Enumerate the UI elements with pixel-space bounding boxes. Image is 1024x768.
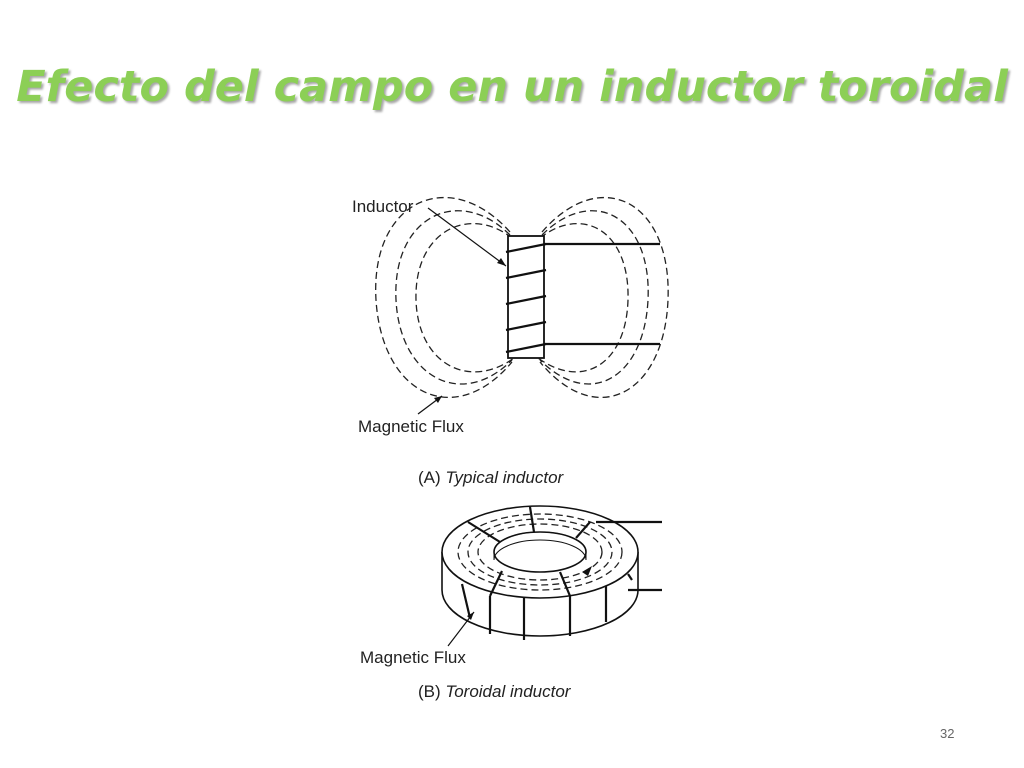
- caption-b-text: Toroidal inductor: [445, 682, 571, 701]
- magnetic-flux-label-b: Magnetic Flux: [360, 648, 466, 667]
- slide-title: Efecto del campo en un inductor toroidal: [16, 62, 1008, 112]
- caption-b-prefix: (B): [418, 682, 445, 701]
- typical-inductor-diagram: Inductor Magnetic Flux (A) Typical induc…: [352, 196, 669, 487]
- flux-lines-right: [537, 196, 669, 399]
- flux-arrowhead-b: [467, 612, 474, 620]
- toroid-flux-arrowhead: [582, 566, 592, 576]
- caption-a-prefix: (A): [418, 468, 445, 487]
- toroid-hole-depth: [493, 531, 587, 561]
- inductor-leader: [427, 207, 507, 267]
- flux-lines-left: [375, 196, 515, 399]
- inductor-label: Inductor: [352, 197, 414, 216]
- flux-arrowhead-a: [434, 396, 442, 403]
- toroidal-inductor-diagram: Magnetic Flux (B) Toroidal inductor: [360, 505, 662, 701]
- toroid-windings: [460, 506, 633, 640]
- toroid-flux-lines: [457, 513, 623, 591]
- magnetic-flux-label-a: Magnetic Flux: [358, 417, 464, 436]
- inductor-arrowhead: [497, 258, 506, 266]
- inductor-windings: [505, 242, 547, 354]
- caption-a: (A) Typical inductor: [418, 468, 565, 487]
- caption-b: (B) Toroidal inductor: [418, 682, 572, 701]
- slide-page-number: 32: [940, 726, 955, 741]
- caption-a-text: Typical inductor: [445, 468, 564, 487]
